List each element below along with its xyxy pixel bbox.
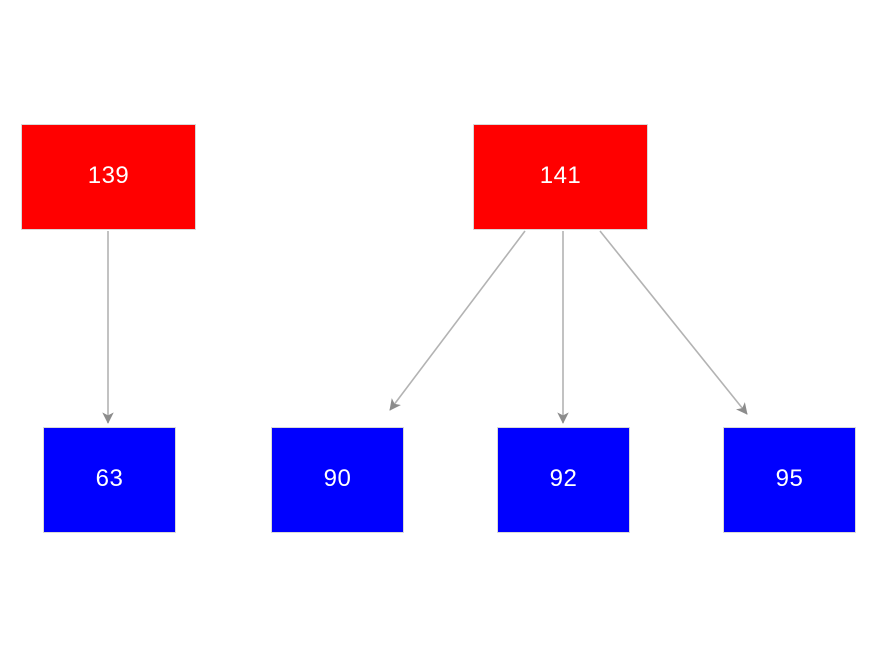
node-label: 139 [87, 162, 130, 189]
edge-group [102, 230, 748, 424]
node-label: 63 [95, 465, 124, 492]
node-label: 92 [549, 465, 578, 492]
node-141[interactable]: 141 [473, 124, 648, 230]
node-92[interactable]: 92 [497, 427, 630, 533]
node-139[interactable]: 139 [21, 124, 196, 230]
node-63[interactable]: 63 [43, 427, 176, 533]
node-label: 95 [775, 465, 804, 492]
node-label: 141 [539, 162, 582, 189]
node-label: 90 [323, 465, 352, 492]
edge-n141-to-n95 [599, 230, 748, 415]
node-95[interactable]: 95 [723, 427, 856, 533]
edge-n141-to-n90 [389, 230, 526, 411]
node-90[interactable]: 90 [271, 427, 404, 533]
